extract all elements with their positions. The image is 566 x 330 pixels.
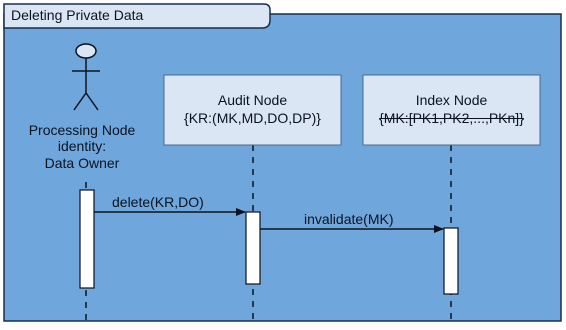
frame-title-tab (3, 3, 271, 29)
audit-node-activation (245, 211, 261, 285)
frame-title: Deleting Private Data (11, 7, 144, 23)
actor-name-line2: identity: (57, 138, 107, 154)
frame-background (3, 13, 562, 322)
audit-node-detail: {KR:(MK,MD,DO,DP)} (184, 110, 321, 126)
index-node-detail: {MK:[PK1,PK2,...,PKn]} (379, 110, 524, 126)
actor-stick-figure-icon (72, 43, 100, 111)
index-node-box (362, 74, 541, 146)
index-node-name: Index Node (415, 92, 488, 108)
actor-name-line1: Processing Node (28, 122, 136, 138)
audit-node-name: Audit Node (217, 92, 288, 108)
audit-node-box (163, 74, 342, 146)
message-label-invalidate: invalidate(MK) (304, 211, 394, 227)
index-node-activation (443, 227, 459, 295)
actor-activation (79, 189, 95, 289)
message-label-delete: delete(KR,DO) (112, 194, 204, 210)
actor-name-line3: Data Owner (44, 155, 120, 171)
